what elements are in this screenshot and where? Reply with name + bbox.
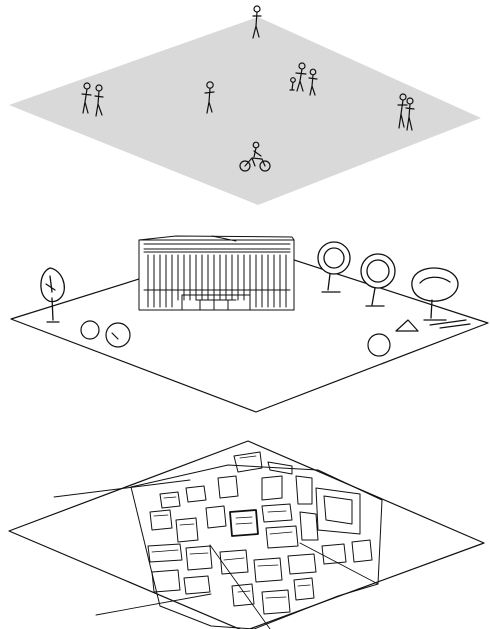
layer-site-plan xyxy=(9,441,484,629)
people-layer-plane xyxy=(9,17,481,205)
layer-buildings-and-trees xyxy=(11,236,488,412)
layer-people xyxy=(9,6,481,205)
building-block xyxy=(139,236,294,310)
